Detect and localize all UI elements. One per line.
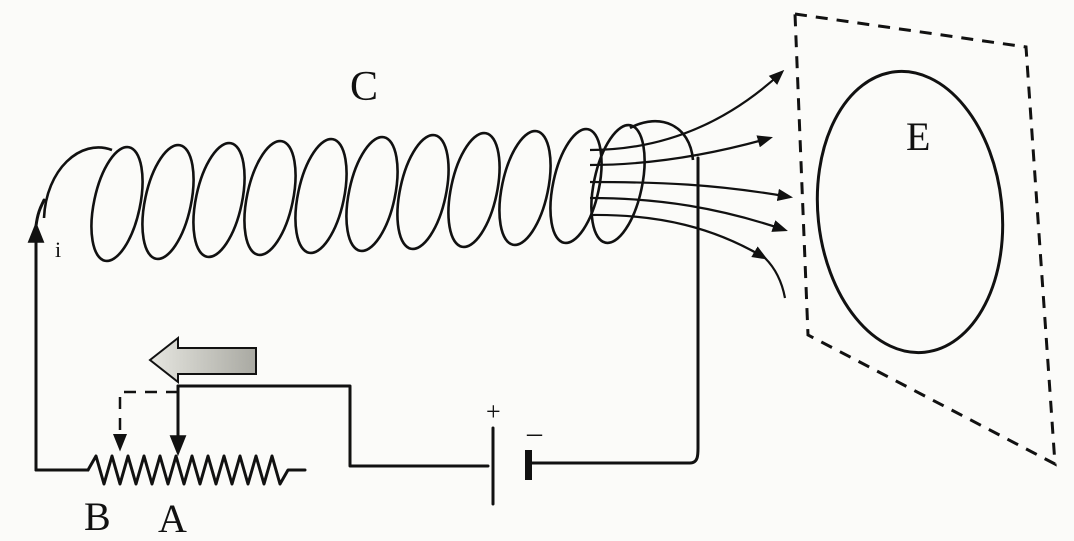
coil-turn (345, 135, 399, 253)
coil-turn (90, 145, 144, 263)
field-line (589, 180, 794, 201)
battery-minus-label: – (526, 416, 543, 449)
screen (793, 12, 1057, 467)
field-line (589, 196, 788, 232)
coil-turn (498, 129, 552, 247)
coil-turn (192, 141, 246, 259)
battery-plus-label: + (486, 397, 501, 426)
battery-negative-plate (525, 450, 532, 480)
field-lines (589, 69, 794, 299)
contact-a-label: A (158, 496, 187, 541)
field-line (589, 69, 785, 152)
coil-turn (294, 137, 348, 255)
slide-direction-arrow (148, 335, 257, 385)
coil-label: C (350, 64, 378, 110)
coil-turn (141, 143, 195, 261)
screen-frame (793, 12, 1057, 467)
coil-turn (396, 133, 450, 251)
coil-turn (243, 139, 297, 257)
coil-turn (549, 127, 603, 245)
screen-label: E (906, 114, 930, 159)
coil-turn (447, 131, 501, 249)
field-line (589, 213, 768, 260)
field-cross-section (815, 69, 1005, 355)
field-line (764, 257, 787, 299)
field-line (589, 135, 773, 167)
right-wire (530, 156, 700, 465)
coil-turn (590, 123, 646, 245)
slider-top-wire (176, 384, 490, 468)
current-label: i (55, 237, 61, 262)
contact-b-label: B (84, 494, 111, 539)
circuit (27, 156, 700, 506)
rheostat (86, 454, 307, 486)
solenoid-coil (42, 119, 695, 263)
slider-contact-b (113, 390, 178, 452)
